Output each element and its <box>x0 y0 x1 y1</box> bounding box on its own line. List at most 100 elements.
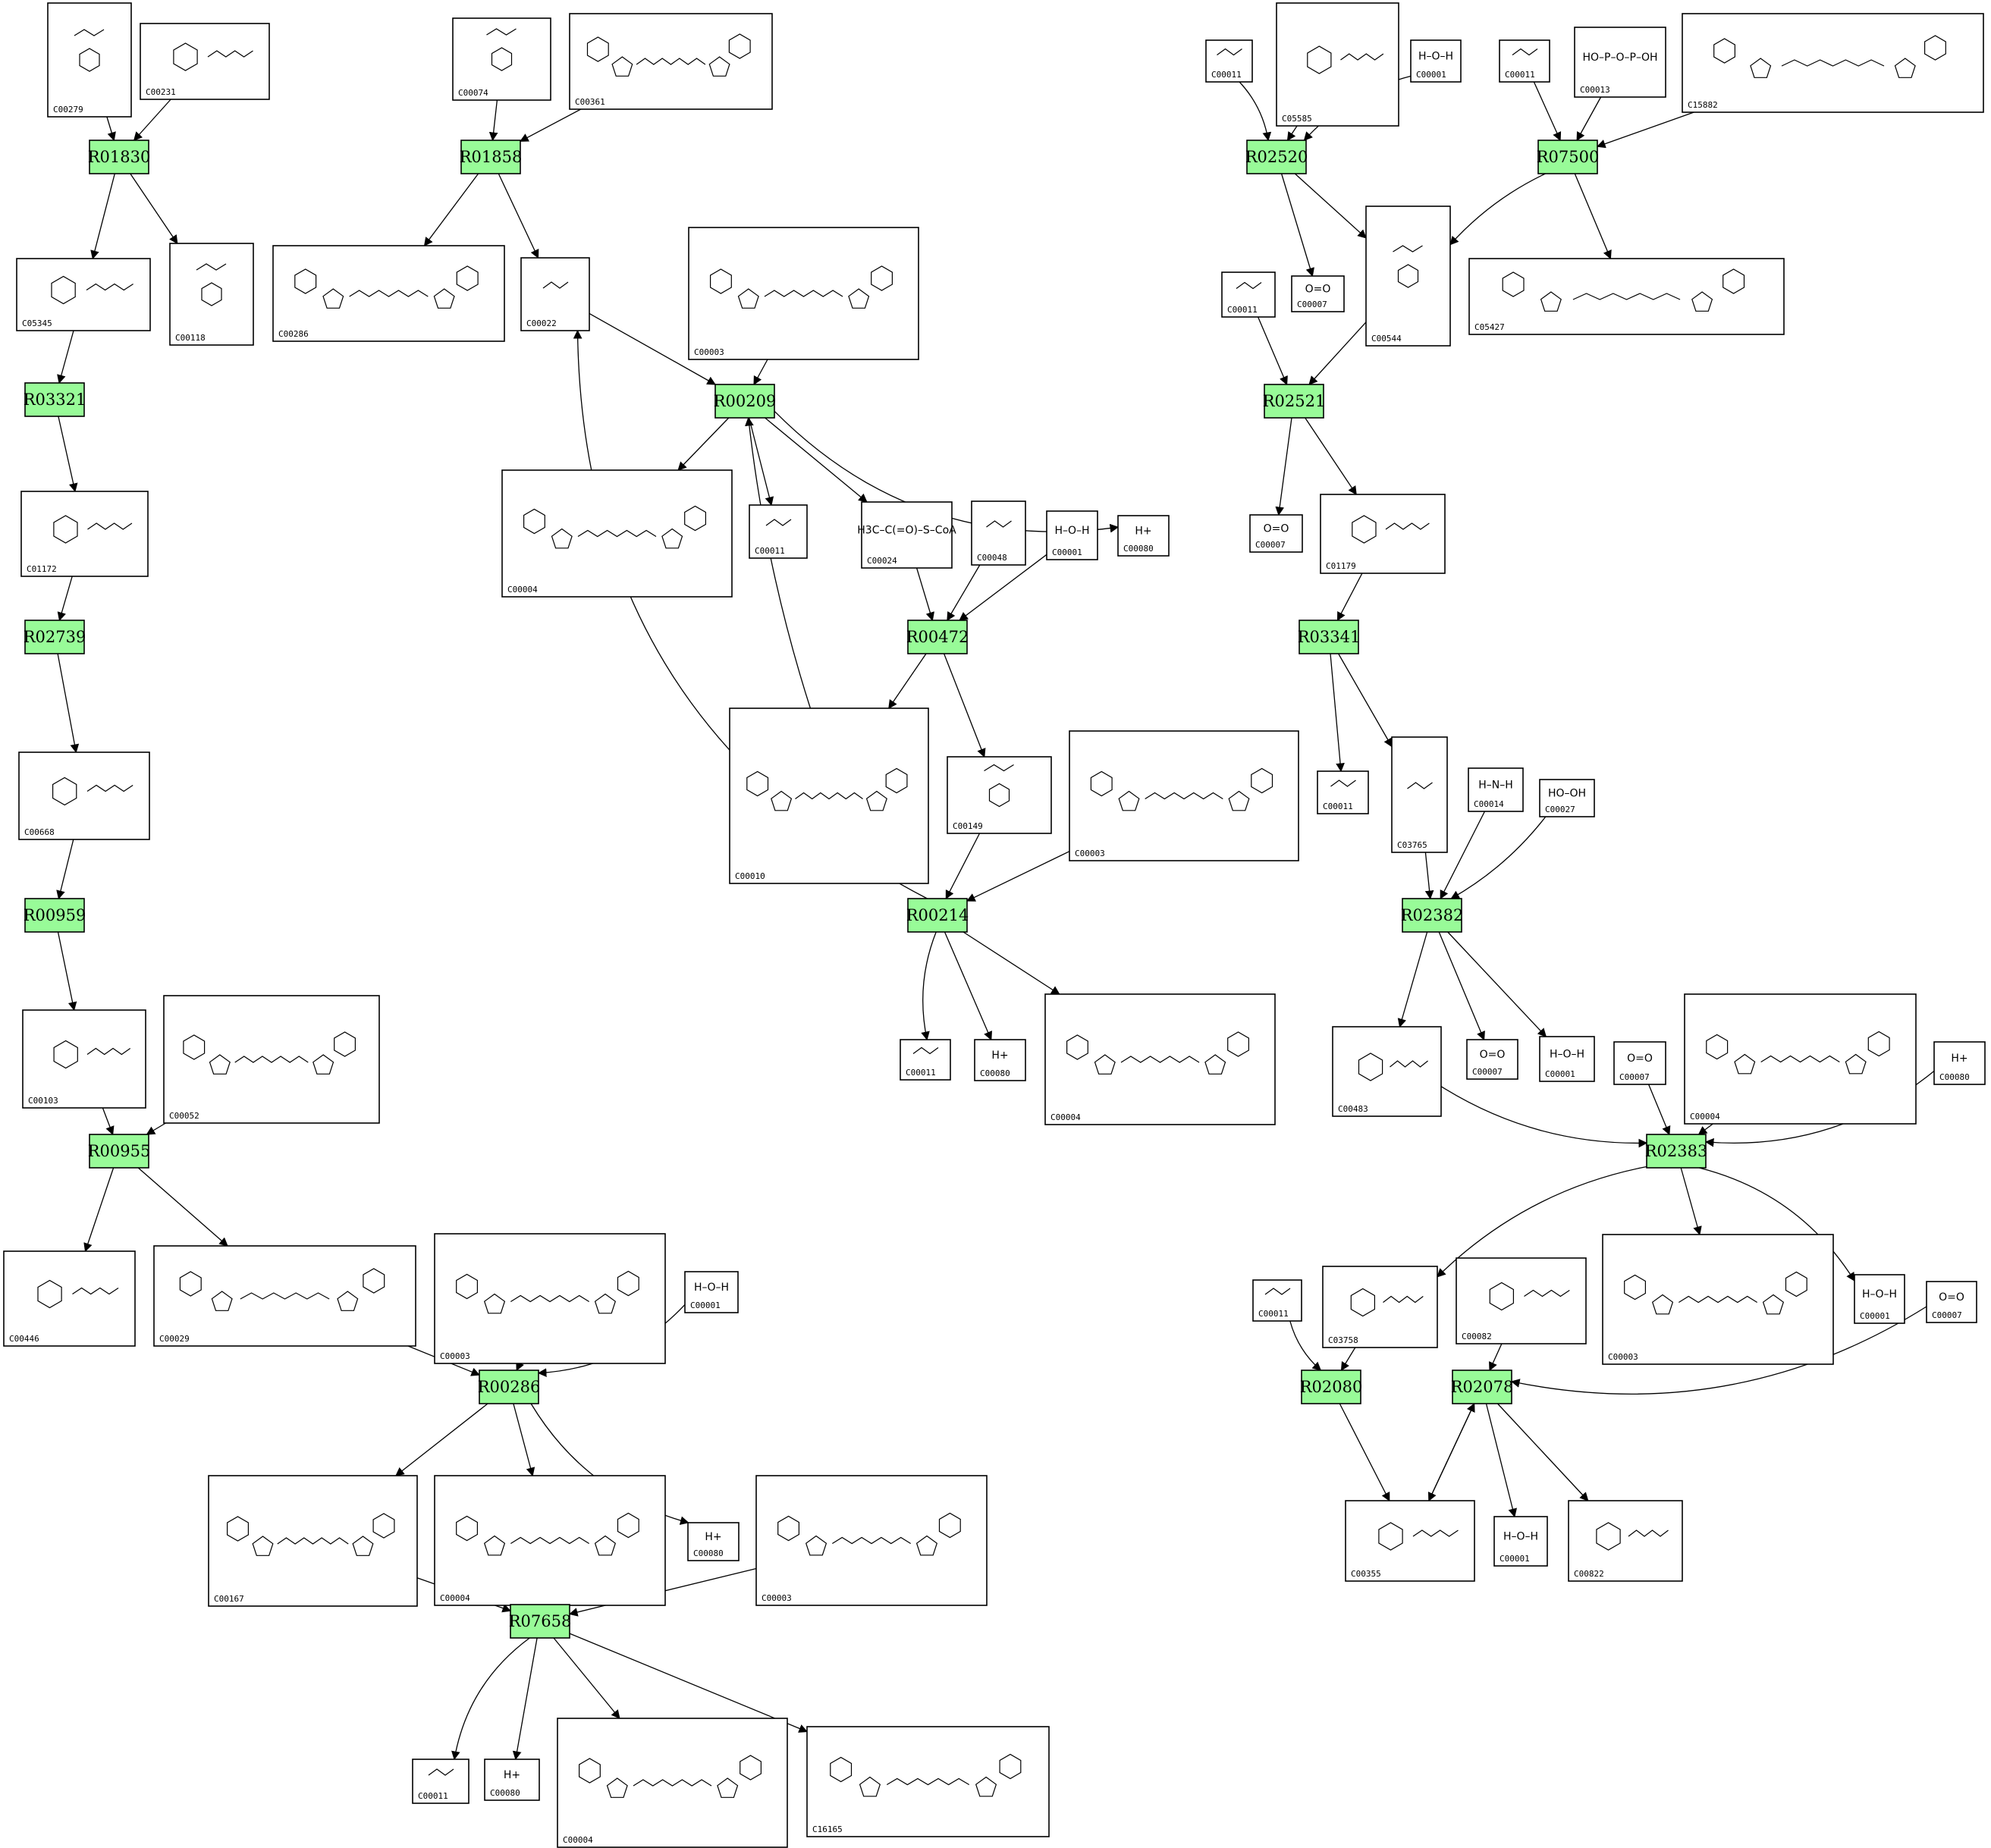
reaction-node[interactable]: R02521 <box>1263 384 1326 419</box>
compound-node[interactable]: C00074 <box>452 17 551 101</box>
reaction-node[interactable]: R01830 <box>88 140 151 174</box>
bond-line <box>611 56 633 77</box>
compound-node[interactable]: C00003 <box>1602 1234 1834 1365</box>
compound-node[interactable]: C00011 <box>1205 39 1253 83</box>
compound-node[interactable]: C00361 <box>569 13 773 110</box>
compound-node[interactable]: C16165 <box>806 1726 1050 1837</box>
compound-node[interactable]: C00167 <box>208 1475 418 1607</box>
compound-box <box>1322 1266 1438 1348</box>
compound-node[interactable]: C00446 <box>3 1250 136 1347</box>
compound-node[interactable]: C00668 <box>18 751 150 840</box>
reaction-node[interactable]: R02520 <box>1245 140 1308 174</box>
compound-node[interactable]: C00011 <box>1499 39 1550 83</box>
compound-node[interactable]: C00003 <box>688 227 919 360</box>
reaction-box <box>479 1370 539 1404</box>
compound-node[interactable]: H+C00080 <box>1117 515 1170 557</box>
compound-node[interactable]: C01179 <box>1320 494 1446 574</box>
bond-line <box>456 1515 478 1542</box>
compound-node[interactable]: C00052 <box>163 995 380 1124</box>
compound-node[interactable]: C00048 <box>971 500 1026 566</box>
reaction-label: R00214 <box>906 906 969 924</box>
compound-node[interactable]: C00011 <box>412 1759 469 1804</box>
compound-node[interactable]: C00118 <box>169 243 254 346</box>
reaction-node[interactable]: R02078 <box>1451 1370 1514 1404</box>
compound-node[interactable]: C00004 <box>1044 993 1276 1125</box>
reaction-node[interactable]: R02739 <box>24 620 86 654</box>
compound-node[interactable]: C00103 <box>22 1009 146 1109</box>
compound-node[interactable]: C00011 <box>1252 1279 1302 1322</box>
compound-node[interactable]: C00004 <box>434 1475 666 1606</box>
compound-node[interactable]: C00010 <box>729 708 929 884</box>
compound-node[interactable]: C00003 <box>1069 730 1299 861</box>
compound-box <box>20 491 149 577</box>
reaction-node[interactable]: R00959 <box>24 898 86 933</box>
compound-node[interactable]: C01172 <box>20 491 149 577</box>
molecule-structure <box>227 1513 395 1556</box>
compound-node[interactable]: C00011 <box>900 1039 951 1081</box>
reaction-node[interactable]: R00955 <box>88 1134 151 1169</box>
compound-node[interactable]: C00004 <box>1684 993 1917 1125</box>
compound-node[interactable]: C00082 <box>1456 1257 1587 1344</box>
reaction-node[interactable]: R00209 <box>714 384 777 419</box>
compound-node[interactable]: C00286 <box>272 245 505 342</box>
compound-node[interactable]: C00004 <box>557 1718 788 1848</box>
compound-node[interactable]: C00279 <box>47 2 132 118</box>
compound-node[interactable]: C00011 <box>1317 770 1369 814</box>
reaction-node[interactable]: R00214 <box>906 898 969 933</box>
reaction-node[interactable]: R07658 <box>509 1604 572 1639</box>
reaction-node[interactable]: R00472 <box>906 620 969 654</box>
compound-node[interactable]: C00355 <box>1345 1500 1475 1582</box>
compound-node[interactable]: C00029 <box>153 1245 416 1347</box>
compound-node[interactable]: C00004 <box>501 469 733 598</box>
reaction-node[interactable]: R03341 <box>1298 620 1361 654</box>
compound-node[interactable]: C03765 <box>1391 736 1448 853</box>
reaction-node[interactable]: R01858 <box>460 140 523 174</box>
compound-node[interactable]: C00011 <box>1221 271 1276 318</box>
compound-node[interactable]: C00231 <box>140 23 270 100</box>
compound-node[interactable]: C00822 <box>1568 1500 1683 1582</box>
compound-node[interactable]: C03758 <box>1322 1266 1438 1348</box>
compound-node[interactable]: C00544 <box>1365 206 1451 347</box>
compound-node[interactable]: C00003 <box>755 1475 988 1606</box>
compound-box <box>971 500 1026 566</box>
compound-node[interactable]: C05585 <box>1276 2 1399 127</box>
bond-line <box>1393 245 1423 253</box>
compound-node[interactable]: H+C00080 <box>974 1039 1026 1081</box>
compound-node[interactable]: C00149 <box>947 756 1052 834</box>
reaction-node[interactable]: R02080 <box>1300 1370 1363 1404</box>
compound-node[interactable]: H+C00080 <box>687 1522 740 1561</box>
compound-box <box>749 504 808 559</box>
compound-node[interactable]: C15882 <box>1682 13 1984 113</box>
compound-node[interactable]: C05427 <box>1468 258 1785 335</box>
reaction-node[interactable]: R02383 <box>1645 1134 1708 1169</box>
reaction-node[interactable]: R02382 <box>1401 898 1464 933</box>
compound-node[interactable]: H+C00080 <box>1933 1041 1986 1085</box>
reaction-node[interactable]: R03321 <box>24 382 86 417</box>
bond-line <box>746 770 769 797</box>
compound-node[interactable]: C00003 <box>434 1233 666 1364</box>
compound-node[interactable]: H+C00080 <box>484 1759 540 1801</box>
molecule-structure <box>1489 1282 1570 1311</box>
compound-node[interactable]: C00483 <box>1332 1026 1442 1117</box>
compound-node[interactable]: C00011 <box>749 504 808 559</box>
compound-node[interactable]: C05345 <box>16 258 151 331</box>
edge-arrow <box>921 931 937 1041</box>
reaction-node[interactable]: R07500 <box>1537 140 1600 174</box>
reaction-node[interactable]: R00286 <box>478 1370 541 1404</box>
compound-node[interactable]: C00022 <box>520 257 590 331</box>
